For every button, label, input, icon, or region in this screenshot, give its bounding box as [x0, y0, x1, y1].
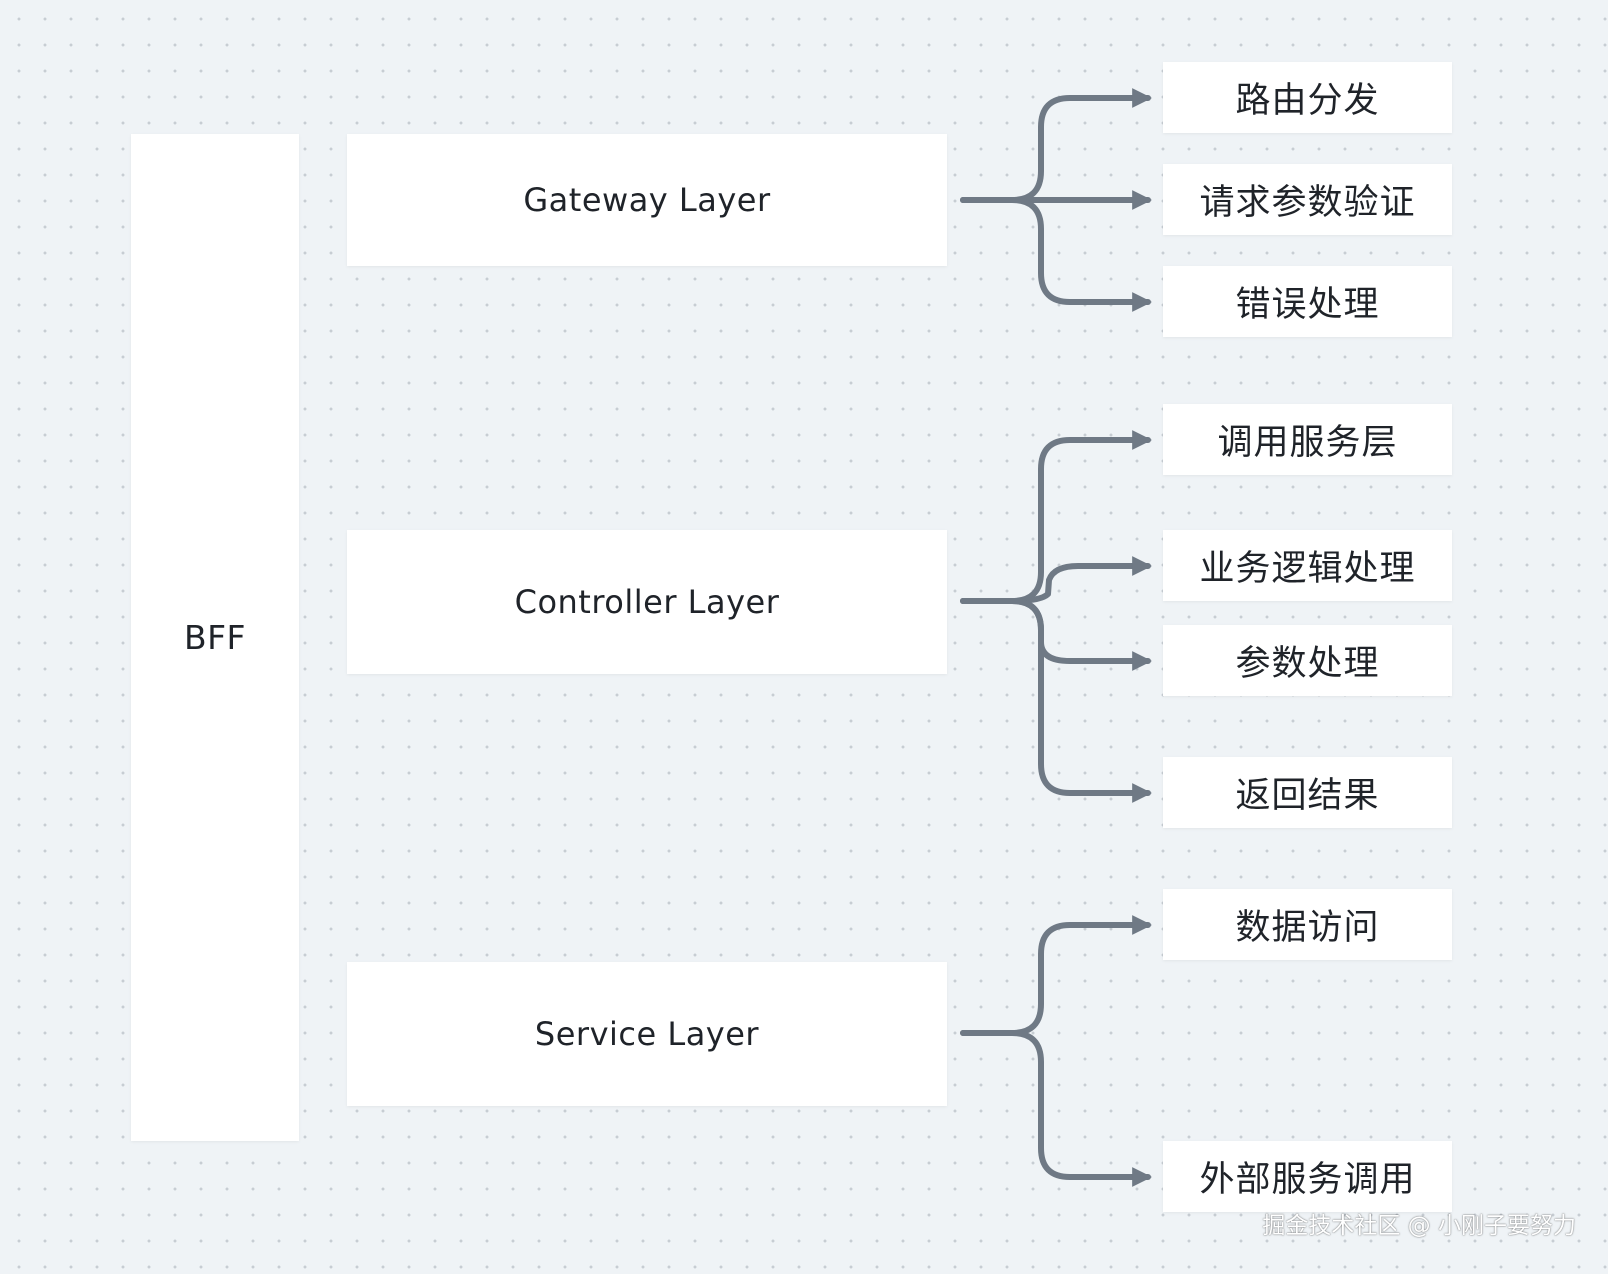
watermark: 掘金技术社区 @ 小刚子要努力 — [1262, 1213, 1576, 1239]
bff-box: BFF — [131, 134, 299, 1141]
gateway-layer-label: Gateway Layer — [523, 181, 771, 219]
service-item-data-access: 数据访问 — [1163, 889, 1452, 960]
gateway-item-routing: 路由分发 — [1163, 62, 1452, 133]
service-layer-label: Service Layer — [534, 1015, 760, 1053]
controller-item-call-service: 调用服务层 — [1163, 404, 1452, 475]
connector-service-1 — [960, 915, 1152, 1036]
connector-service-2 — [960, 1030, 1152, 1187]
leaf-label: 数据访问 — [1235, 908, 1380, 948]
leaf-label: 请求参数验证 — [1199, 183, 1416, 223]
controller-item-param-processing: 参数处理 — [1163, 625, 1452, 696]
controller-layer-box: Controller Layer — [347, 530, 947, 674]
gateway-item-error-handling: 错误处理 — [1163, 266, 1452, 337]
leaf-label: 错误处理 — [1235, 285, 1380, 325]
bff-label: BFF — [183, 618, 247, 657]
controller-item-business-logic: 业务逻辑处理 — [1163, 530, 1452, 601]
service-layer-box: Service Layer — [347, 962, 947, 1106]
service-item-external-call: 外部服务调用 — [1163, 1141, 1452, 1212]
connector-controller-4 — [960, 598, 1152, 803]
controller-item-return-result: 返回结果 — [1163, 757, 1452, 828]
connector-gateway-1 — [960, 88, 1152, 203]
leaf-label: 返回结果 — [1235, 776, 1380, 816]
leaf-label: 业务逻辑处理 — [1199, 549, 1416, 589]
controller-layer-label: Controller Layer — [514, 583, 780, 621]
leaf-label: 参数处理 — [1235, 644, 1380, 684]
connector-controller-2 — [960, 556, 1152, 604]
gateway-item-param-validation: 请求参数验证 — [1163, 164, 1452, 235]
leaf-label: 外部服务调用 — [1199, 1160, 1416, 1200]
leaf-label: 路由分发 — [1235, 81, 1380, 121]
leaf-label: 调用服务层 — [1217, 423, 1398, 463]
connector-controller-3 — [960, 598, 1152, 671]
connector-gateway-3 — [960, 197, 1152, 312]
connector-controller-1 — [960, 430, 1152, 604]
gateway-layer-box: Gateway Layer — [347, 134, 947, 266]
